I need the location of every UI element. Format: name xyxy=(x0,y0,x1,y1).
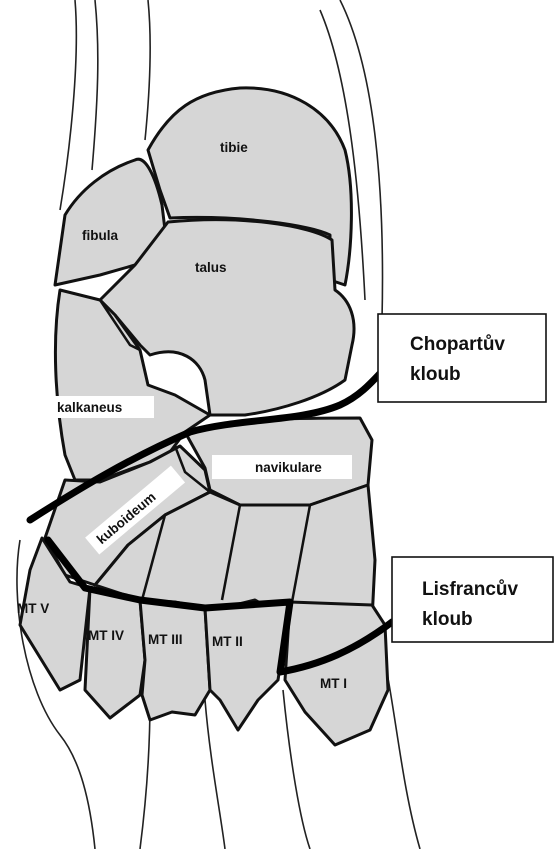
label-mt-v: MT V xyxy=(17,601,49,616)
label-kalkaneus: kalkaneus xyxy=(57,400,122,415)
mt-iii-bone xyxy=(140,600,210,720)
lisfranc-callout-line2: kloub xyxy=(422,609,473,630)
lisfranc-callout-line1: Lisfrancův xyxy=(422,579,519,600)
label-fibula: fibula xyxy=(82,228,118,243)
label-navikulare: navikulare xyxy=(255,460,322,475)
chopart-callout-line2: kloub xyxy=(410,364,461,385)
label-mt-iii: MT III xyxy=(148,632,183,647)
chopart-callout-box xyxy=(378,314,546,402)
mt-ii-bone xyxy=(205,602,290,730)
chopart-callout-line1: Chopartův xyxy=(410,334,505,355)
label-talus: talus xyxy=(195,260,227,275)
label-mt-ii: MT II xyxy=(212,634,243,649)
mt-i-bone xyxy=(285,602,388,745)
label-tibie: tibie xyxy=(220,140,248,155)
mt-iv-bone xyxy=(85,588,145,718)
label-mt-iv: MT IV xyxy=(88,628,124,643)
label-mt-i: MT I xyxy=(320,676,347,691)
